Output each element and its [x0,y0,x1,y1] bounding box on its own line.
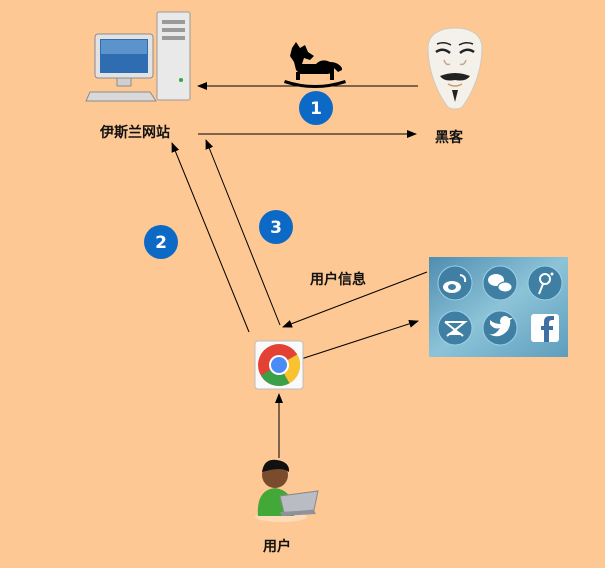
arrow-social-to-browser [282,271,428,328]
weibo-icon [437,265,473,301]
svg-text:3: 3 [270,218,282,238]
svg-text:1: 1 [310,99,322,119]
twitter-icon [482,310,518,346]
svg-text:2: 2 [155,233,167,253]
hacker-label: 黑客 [435,129,464,146]
step-badge-3: 3 [259,210,293,244]
user-label: 用户 [263,538,291,555]
guy-fawkes-mask-icon [427,27,483,110]
arrows [171,82,428,458]
user-info-label: 用户信息 [310,271,366,288]
step-badge-1: 1 [299,91,333,125]
arrow-browser-to-server [171,142,250,333]
arrow-browser-to-server-3 [205,139,281,326]
wechat-icon [482,265,518,301]
website-label: 伊斯兰网站 [99,124,170,141]
arrow-browser-to-social [297,319,419,361]
step-badge-2: 2 [144,225,178,259]
qzone-icon [437,310,473,346]
computer-server-icon [85,11,191,102]
pushpin-icon [527,265,563,301]
user-with-laptop-icon [255,459,319,522]
trojan-horse-icon [284,42,346,88]
facebook-icon [531,314,559,342]
chrome-browser-icon [254,340,304,390]
social-media-panel [429,257,568,357]
